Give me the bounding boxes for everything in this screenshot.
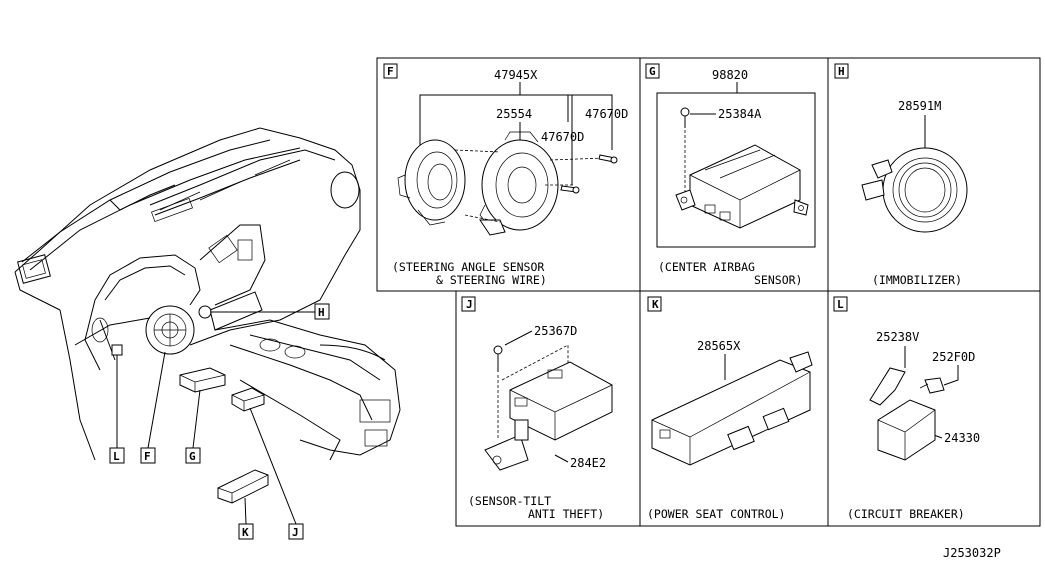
panel-g-letter: G [649,65,656,78]
part-28565X: 28565X [697,339,741,353]
callout-G: G [185,447,201,464]
tilt-sensor-module [509,361,613,441]
part-25554: 25554 [496,107,532,121]
panel-g-caption-2: SENSOR) [754,273,802,287]
panel-grid [376,57,1041,527]
panel-k-caption: (POWER SEAT CONTROL) [647,507,785,521]
immobilizer-ring [882,147,968,233]
panel-j-caption-2: ANTI THEFT) [528,507,604,521]
part-98820: 98820 [712,68,748,82]
steering-angle-sensor [404,139,466,221]
callout-H: H [314,303,330,320]
svg-text:J: J [292,526,299,539]
overview-leaders [116,311,315,525]
svg-text:G: G [189,450,196,463]
callout-L: L [109,447,125,464]
svg-text:L: L [113,450,120,463]
panel-h-caption: (IMMOBILIZER) [872,273,962,287]
center-airbag-sensor [689,144,801,229]
part-24330: 24330 [944,431,980,445]
panel-f-caption-1: (STEERING ANGLE SENSOR [392,260,544,274]
panel-g-inner-frame [656,92,816,248]
panel-j: J 25367D 284E2 (SENSOR-TILT ANTI THEFT) [461,296,613,521]
part-28591M: 28591M [898,99,941,113]
part-252F0D: 252F0D [932,350,975,364]
callout-F: F [140,447,156,464]
panel-h: H 28591M (IMMOBILIZER) [834,63,968,287]
part-25384A: 25384A [718,107,762,121]
part-25367D: 25367D [534,324,577,338]
panel-f-letter: F [387,65,394,78]
circuit-breaker [877,399,936,461]
panel-g-caption-1: (CENTER AIRBAG [658,260,755,274]
panel-j-letter: J [466,298,473,311]
panel-l-caption: (CIRCUIT BREAKER) [847,507,965,521]
part-284E2: 284E2 [570,456,606,470]
panel-f-caption-2: & STEERING WIRE) [436,273,547,287]
panel-f: F 47945X 25554 47670D 47670D (STEERING A [383,63,628,287]
panel-h-letter: H [838,65,845,78]
diagram-id: J253032P [943,546,1001,560]
panel-g: G 98820 25384A (CENTER AIRBAG SENSOR) [645,63,816,287]
panel-l-letter: L [837,298,844,311]
part-47670D-a: 47670D [585,107,628,121]
panel-k: K 28565X (POWER SEAT CONTROL) [647,296,813,521]
panel-f-letter-box [383,63,398,79]
callout-K: K [238,523,254,540]
part-47670D-b: 47670D [541,130,584,144]
svg-text:F: F [144,450,151,463]
svg-text:H: H [318,306,325,319]
dashboard-illustration [14,127,401,504]
panel-j-caption-1: (SENSOR-TILT [468,494,551,508]
power-seat-control-module [651,359,811,466]
relay-bracket [869,367,906,406]
svg-text:K: K [242,526,249,539]
part-25238V: 25238V [876,330,919,344]
panel-l: L 25238V 252F0D 24330 (CIRCUIT BREAKER) [833,296,980,521]
panel-k-letter: K [652,298,659,311]
callout-J: J [288,523,304,540]
part-47945X: 47945X [494,68,538,82]
